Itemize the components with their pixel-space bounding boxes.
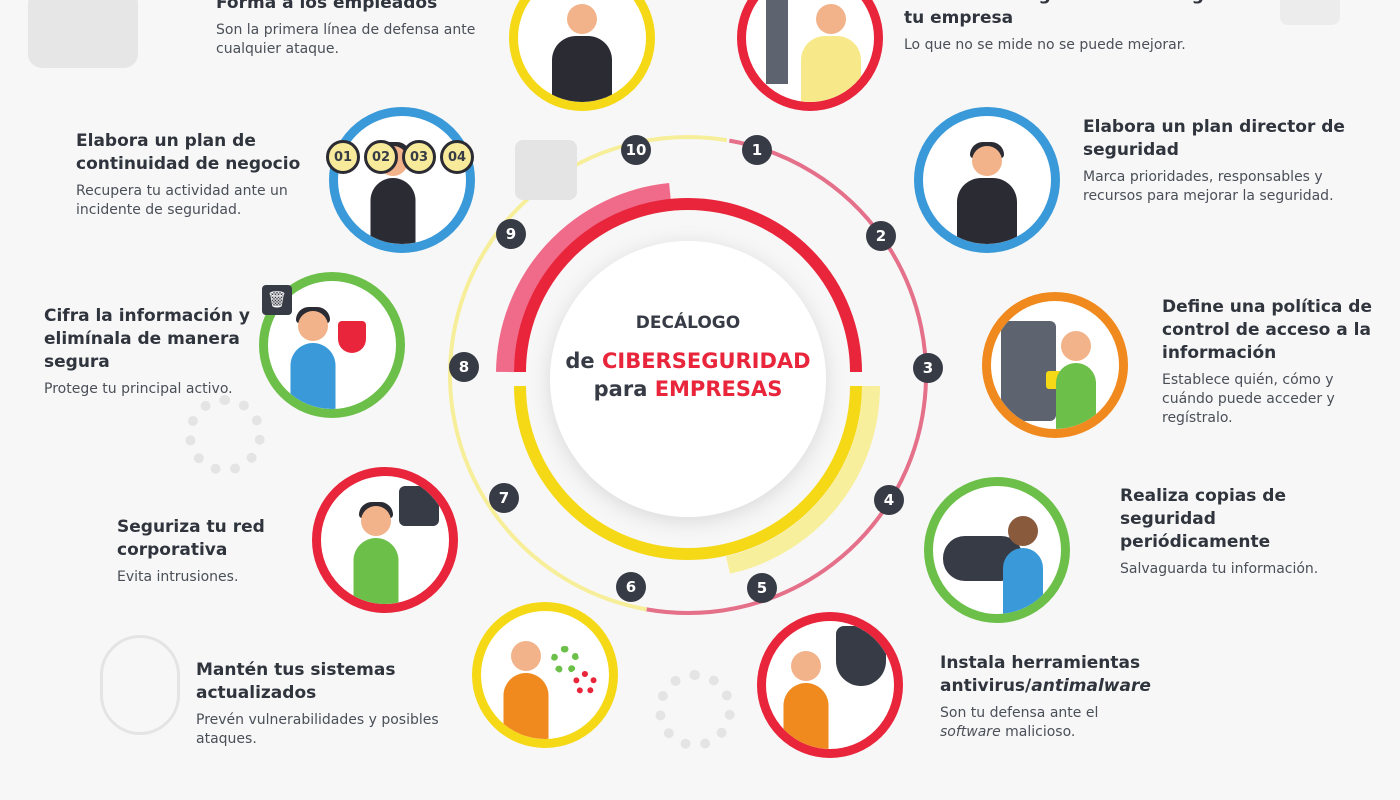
item-9-text: Elabora un plan de continuidad de negoci… — [76, 130, 316, 220]
illustration-access-control — [982, 292, 1128, 438]
item-8-title: Cifra la información y elimínala de mane… — [44, 306, 250, 372]
plan-steps: 01 02 03 04 — [326, 140, 474, 174]
illustration-network — [312, 467, 458, 613]
gear-icon — [551, 646, 579, 674]
item-10-text: Forma a los empleados Son la primera lín… — [216, 0, 496, 59]
item-5-desc: Son tu defensa ante el — [940, 705, 1099, 721]
item-8-text: Cifra la información y elimínala de mane… — [44, 305, 254, 399]
item-4-text: Realiza copias de seguridad periódicamen… — [1120, 485, 1340, 579]
item-5-text: Instala herramientas antivirus/antimalwa… — [940, 652, 1190, 742]
item-10-desc: Son la primera línea de defensa ante cua… — [216, 22, 476, 57]
item-1-desc: Lo que no se mide no se puede mejorar. — [904, 37, 1186, 53]
item-5-desc-end: malicioso. — [1000, 724, 1076, 740]
illustration-diagnosis — [737, 0, 883, 111]
item-9-title: Elabora un plan de continuidad de negoci… — [76, 131, 301, 174]
item-7-desc: Evita intrusiones. — [117, 569, 239, 585]
outer-ring-left — [448, 135, 928, 615]
item-8-desc: Protege tu principal activo. — [44, 381, 233, 397]
illustration-master-plan — [914, 107, 1060, 253]
step-03: 03 — [402, 140, 436, 174]
step-02: 02 — [364, 140, 398, 174]
badge-10: 10 — [621, 135, 651, 165]
badge-1: 1 — [742, 135, 772, 165]
step-01: 01 — [326, 140, 360, 174]
badge-5: 5 — [747, 573, 777, 603]
decalogo-title: DECÁLOGO — [635, 313, 741, 333]
item-6-text: Mantén tus sistemas actualizados Prevén … — [196, 659, 466, 749]
item-3-title: Define una política de control de acceso… — [1162, 297, 1373, 363]
shield-icon — [836, 626, 886, 686]
item-3-text: Define una política de control de acceso… — [1162, 296, 1382, 428]
center-disc — [550, 241, 826, 517]
badge-3: 3 — [913, 353, 943, 383]
item-2-desc: Marca prioridades, responsables y recurs… — [1083, 169, 1334, 204]
item-7-title: Seguriza tu red corporativa — [117, 517, 265, 560]
yellow-arc — [514, 385, 862, 560]
badge-9: 9 — [496, 219, 526, 249]
step-04: 04 — [440, 140, 474, 174]
fingerprint-icon — [100, 635, 180, 735]
item-6-desc: Prevén vulnerabilidades y posibles ataqu… — [196, 712, 439, 747]
illustration-antivirus — [757, 612, 903, 758]
item-2-text: Elabora un plan director de seguridad Ma… — [1083, 116, 1353, 206]
center-title: DECÁLOGO de CIBERSEGURIDAD para EMPRESAS — [558, 313, 818, 403]
gear-icon — [655, 670, 735, 750]
badge-2: 2 — [866, 221, 896, 251]
red-arc — [514, 198, 862, 373]
item-4-title: Realiza copias de seguridad periódicamen… — [1120, 486, 1286, 552]
title-ciberseguridad: CIBERSEGURIDAD — [601, 349, 811, 373]
illustration-continuity — [329, 107, 475, 253]
badge-6: 6 — [616, 572, 646, 602]
item-9-desc: Recupera tu actividad ante un incidente … — [76, 183, 288, 218]
shield-icon — [338, 321, 366, 353]
illustration-updates — [472, 602, 618, 748]
item-1-text: Realiza un diagnóstico de riesgos de tu … — [904, 0, 1264, 55]
check-lock-icon — [399, 486, 439, 526]
trash-icon: 🗑 — [262, 285, 292, 315]
item-10-title: Forma a los empleados — [216, 0, 438, 13]
illustration-encryption — [259, 272, 405, 418]
item-7-text: Seguriza tu red corporativa Evita intrus… — [117, 516, 297, 587]
badge-8: 8 — [449, 352, 479, 382]
item-5-title-italic: antimalware — [1031, 676, 1151, 696]
badge-4: 4 — [874, 485, 904, 515]
item-2-title: Elabora un plan director de seguridad — [1083, 117, 1345, 160]
item-6-title: Mantén tus sistemas actualizados — [196, 660, 396, 703]
padlock-icon — [515, 140, 577, 200]
item-5-title: Instala herramientas antivirus/ — [940, 653, 1141, 696]
light-yellow-arc — [725, 385, 881, 574]
title-empresas: EMPRESAS — [654, 377, 783, 401]
padlock-icon — [28, 0, 138, 68]
pink-arc — [496, 183, 671, 373]
badge-7: 7 — [489, 483, 519, 513]
item-4-desc: Salvaguarda tu información. — [1120, 561, 1319, 577]
gear-icon — [185, 395, 265, 475]
item-5-desc-italic: software — [940, 724, 1001, 740]
illustration-backup — [924, 477, 1070, 623]
title-para: para — [593, 377, 648, 401]
gear-icon — [573, 671, 597, 695]
item-1-title: Realiza un diagnóstico de riesgos de tu … — [904, 0, 1255, 28]
padlock-icon — [1280, 0, 1340, 25]
item-3-desc: Establece quién, cómo y cuándo puede acc… — [1162, 372, 1335, 426]
title-de: de — [565, 349, 595, 373]
